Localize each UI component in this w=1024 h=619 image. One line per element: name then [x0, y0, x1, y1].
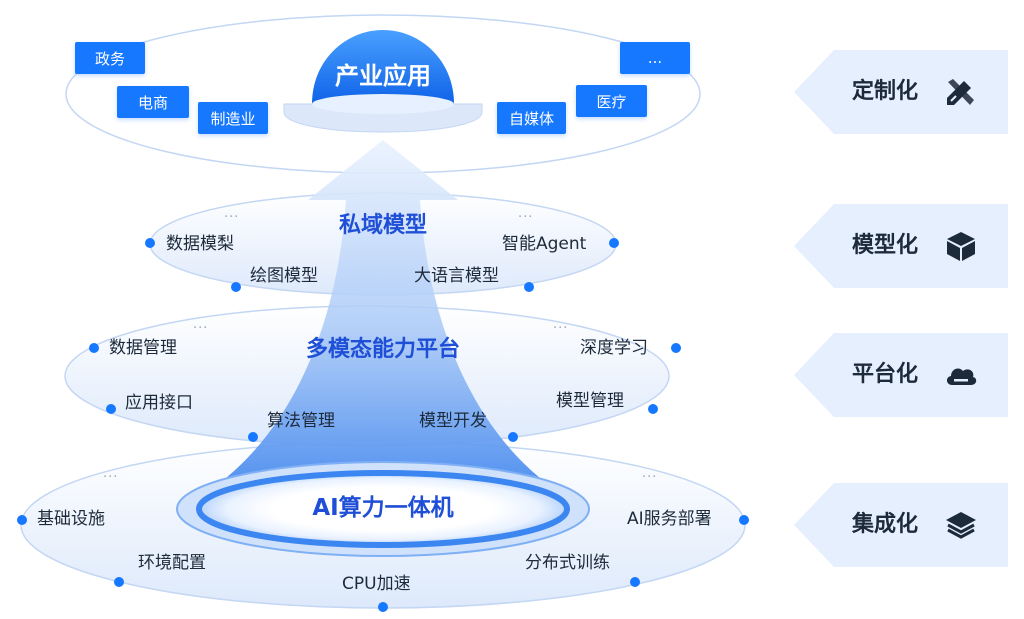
industry-dome — [283, 30, 483, 133]
side-item-integrate: 集成化 — [794, 483, 1008, 567]
platform-ellipsis-left: ... — [193, 317, 209, 332]
private-model-ellipsis-right: ... — [518, 206, 534, 221]
dot — [609, 238, 619, 248]
dot — [106, 404, 116, 414]
model-development-label: 模型开发 — [419, 411, 487, 431]
application-interface-label: 应用接口 — [125, 393, 193, 413]
private-model-ellipsis-left: ... — [224, 206, 240, 221]
upward-arrow — [226, 140, 540, 478]
infrastructure-label: 基础设施 — [37, 509, 105, 529]
layers-icon — [946, 512, 976, 539]
tag-ecommerce: 电商 — [117, 86, 189, 118]
environment-config-label: 环境配置 — [138, 553, 206, 573]
drawing-model-label: 绘图模型 — [250, 266, 318, 286]
dot — [508, 432, 518, 442]
side-tabs — [794, 50, 1008, 567]
data-model-label: 数据模梨 — [166, 234, 234, 254]
tag-government: 政务 — [75, 42, 145, 74]
tag-manufacturing: 制造业 — [198, 102, 268, 134]
side-label-model: 模型化 — [852, 233, 919, 258]
side-label-integrate: 集成化 — [852, 512, 919, 537]
dot — [671, 343, 681, 353]
side-label-custom: 定制化 — [852, 79, 919, 104]
tag-self-media: 自媒体 — [497, 102, 566, 134]
private-model-title: 私域模型 — [338, 213, 428, 238]
dot — [145, 238, 155, 248]
cloud-icon — [946, 368, 977, 385]
side-tab-integrate — [794, 483, 1008, 567]
dot — [248, 432, 258, 442]
algorithm-management-label: 算法管理 — [267, 411, 335, 431]
platform-title: 多模态能力平台 — [305, 337, 461, 362]
dot — [17, 515, 27, 525]
ai-service-deploy-label: AI服务部署 — [627, 509, 712, 529]
smart-agent-label: 智能Agent — [502, 234, 587, 254]
large-language-model-label: 大语言模型 — [414, 266, 499, 286]
tag-medical: 医疗 — [576, 85, 647, 117]
distributed-training-label: 分布式训练 — [525, 553, 610, 573]
side-tab-model — [794, 204, 1008, 288]
dot — [648, 404, 658, 414]
side-item-model: 模型化 — [794, 204, 1008, 288]
dot — [114, 577, 124, 587]
dot — [378, 602, 388, 612]
compute-ring — [176, 461, 590, 557]
side-item-platform: 平台化 — [794, 333, 1008, 417]
dot — [89, 343, 99, 353]
deep-learning-label: 深度学习 — [580, 338, 648, 358]
cube-icon — [947, 232, 975, 261]
compute-ellipsis-left: ... — [103, 466, 119, 481]
side-tab-platform — [794, 333, 1008, 417]
dot — [630, 577, 640, 587]
node-dots — [17, 238, 749, 612]
compute-ellipsis-right: ... — [642, 466, 658, 481]
side-label-platform: 平台化 — [852, 362, 919, 387]
dot — [231, 282, 241, 292]
pencil-ruler-icon — [947, 79, 974, 105]
dot — [739, 515, 749, 525]
compute-title: AI算力一体机 — [312, 495, 454, 521]
dot — [524, 282, 534, 292]
model-management-label: 模型管理 — [556, 391, 624, 411]
cpu-acceleration-label: CPU加速 — [342, 574, 411, 594]
side-tab-custom — [794, 50, 1008, 134]
side-item-custom: 定制化 — [794, 50, 1008, 134]
tag-more: ... — [620, 42, 690, 74]
industry-application-label: 产业应用 — [335, 62, 431, 90]
platform-ellipsis-right: ... — [553, 317, 569, 332]
data-management-label: 数据管理 — [109, 338, 177, 358]
